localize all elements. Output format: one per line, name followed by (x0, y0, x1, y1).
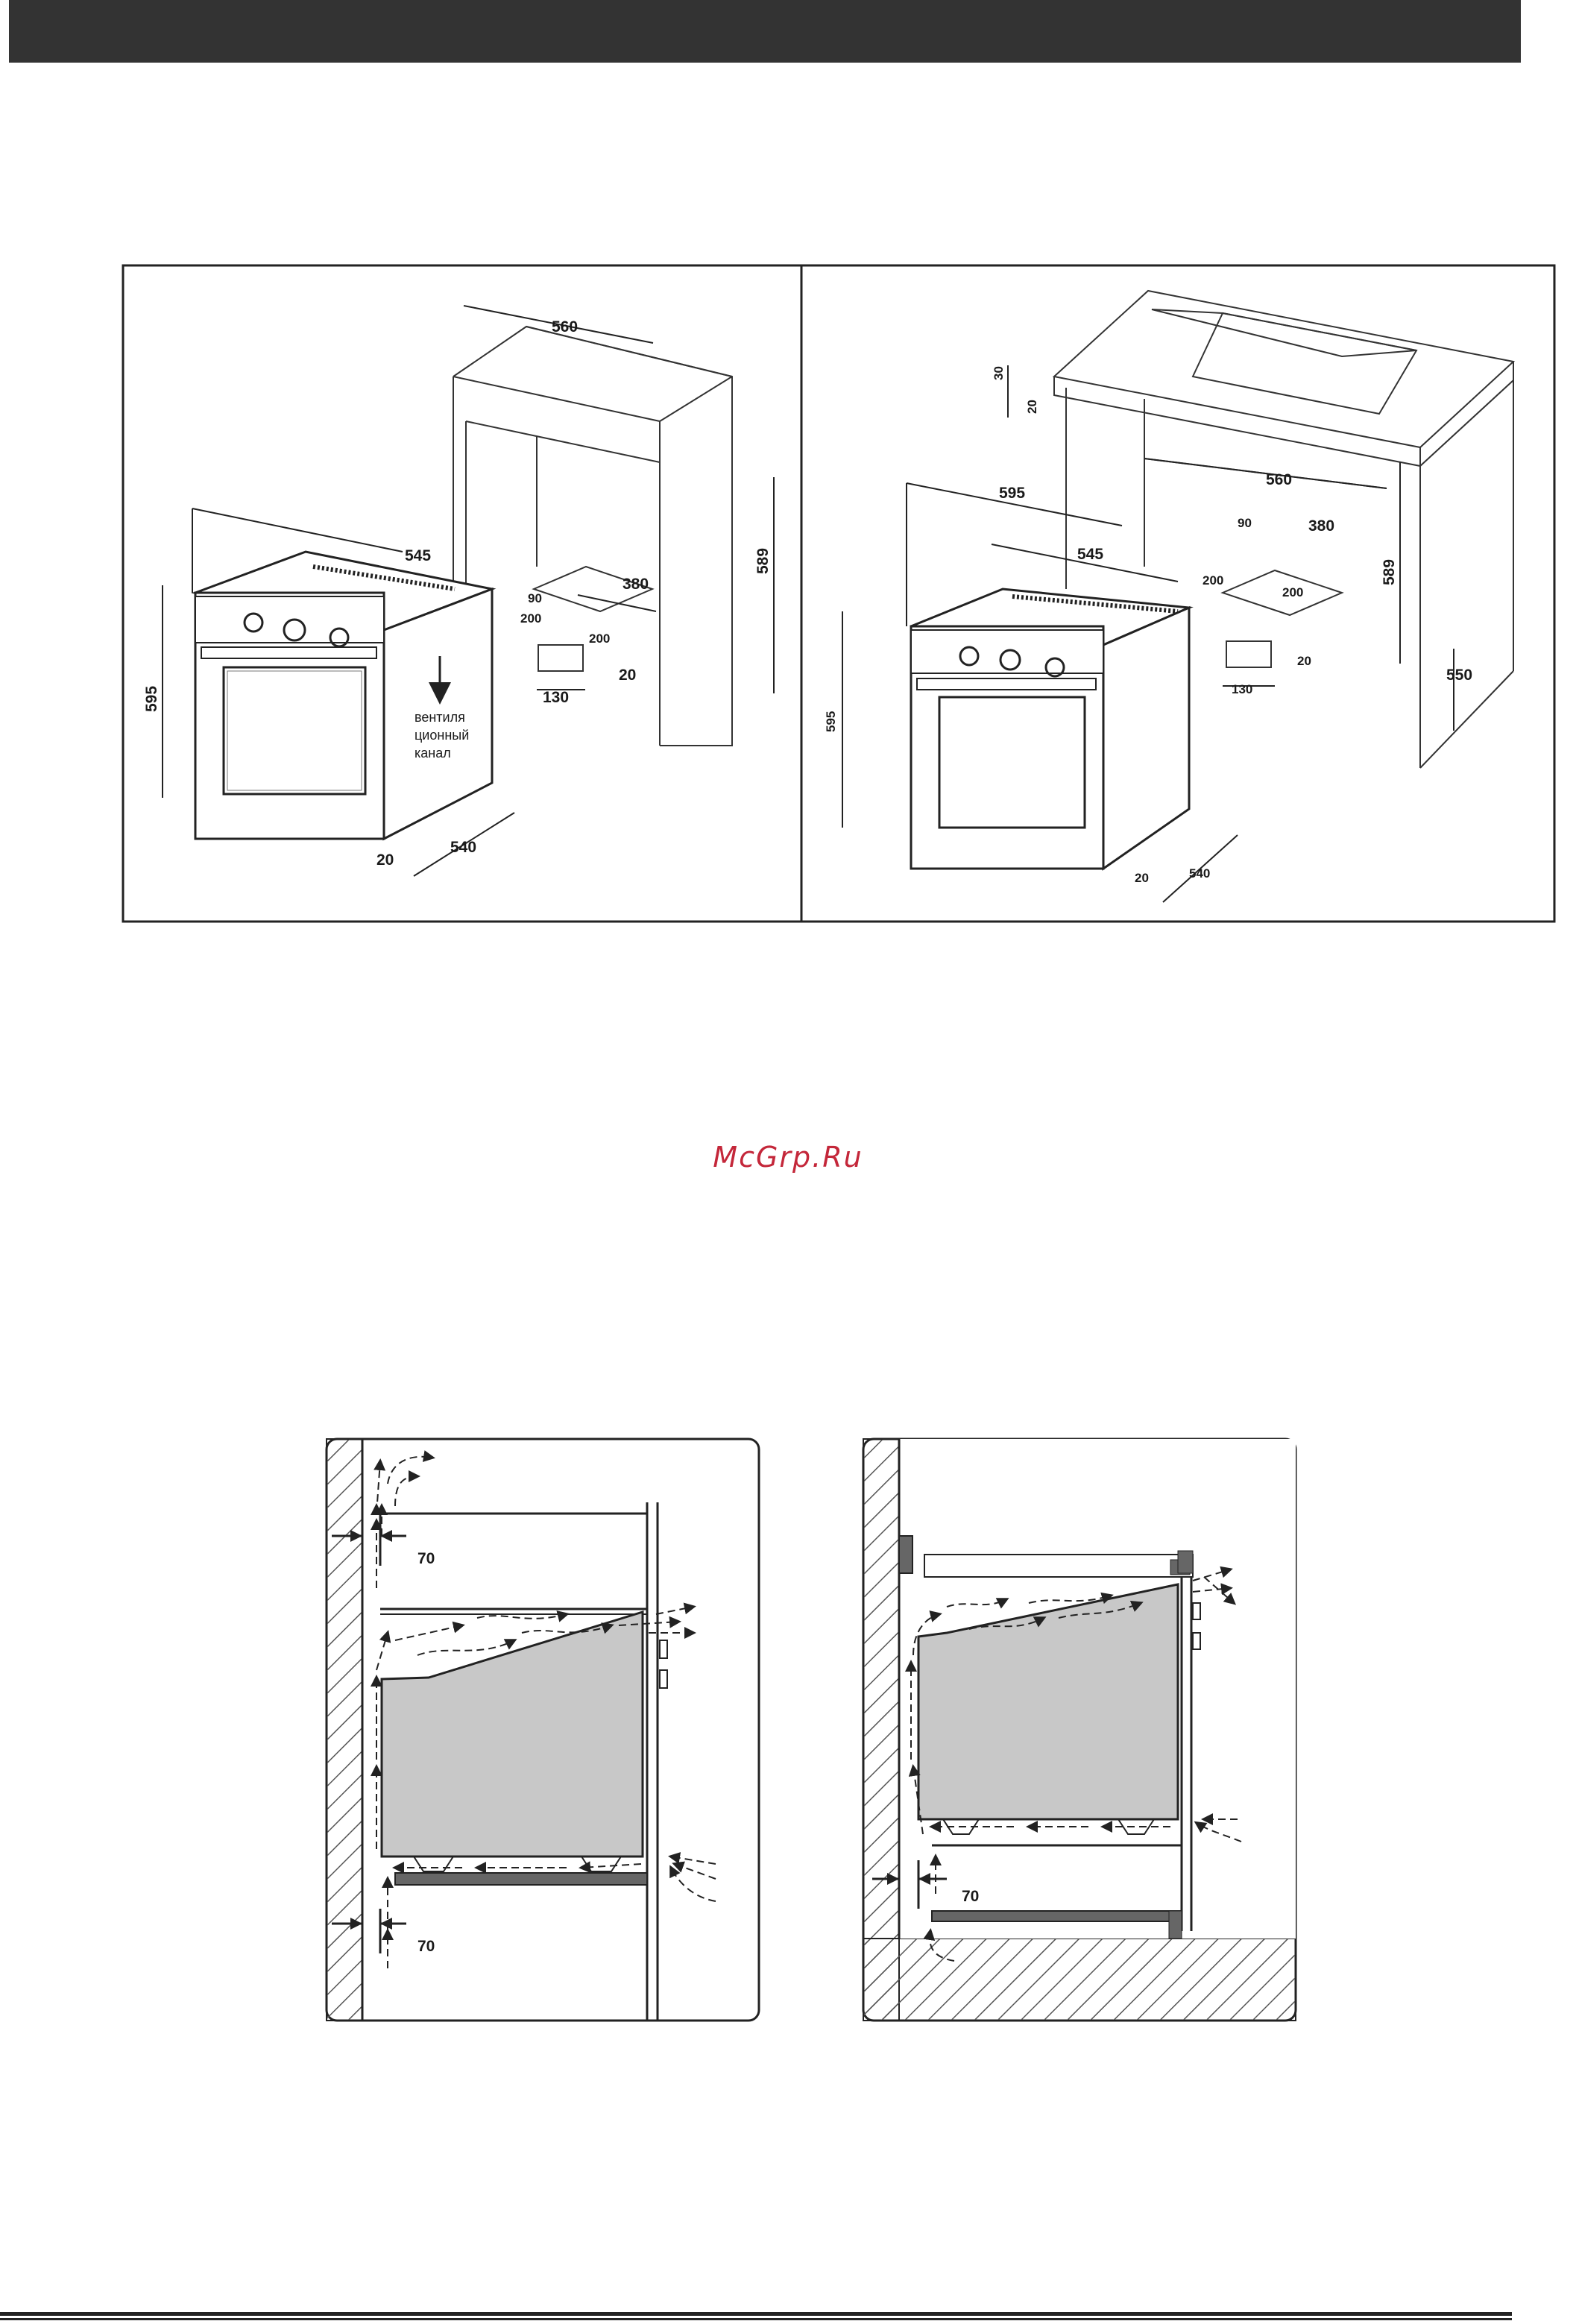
dim-label-595: 595 (824, 711, 838, 732)
shelf-bar (932, 1911, 1182, 1921)
dim-label-20: 20 (1025, 400, 1039, 414)
dim-label-545: 545 (405, 547, 431, 564)
gap-label-70: 70 (962, 1888, 979, 1905)
dim-line (192, 508, 403, 552)
dim-label-200: 200 (520, 611, 541, 626)
dim-label-90: 90 (1238, 516, 1252, 530)
dim-label-20: 20 (1297, 654, 1311, 668)
installation-diagram: 560 545 589 595 90 380 200 200 20 130 54… (0, 0, 1576, 969)
dim-label-130: 130 (543, 689, 569, 706)
dim-label-560: 560 (552, 318, 578, 336)
counter-ventilation-panel: 70 (863, 1439, 1296, 2021)
dim-label-595: 595 (999, 485, 1025, 502)
dim-label-589: 589 (1381, 559, 1398, 585)
dim-label-545: 545 (1077, 546, 1103, 563)
counter-installation-panel (842, 291, 1513, 902)
dim-label-20: 20 (619, 667, 636, 684)
vent-label-line: ционный (415, 728, 469, 743)
dim-label-20: 20 (1135, 871, 1149, 885)
dim-label-540: 540 (1189, 866, 1210, 881)
watermark: McGrp.Ru (0, 1141, 1576, 1174)
dim-label-90: 90 (528, 591, 542, 605)
column-ventilation-panel: 70 70 (327, 1439, 759, 2021)
shelf-bar (395, 1873, 647, 1885)
wall-hatch (327, 1439, 362, 2021)
dim-label-200: 200 (589, 632, 610, 646)
dim-label-550: 550 (1446, 667, 1472, 684)
gap-label-70: 70 (417, 1550, 435, 1567)
dim-label-560: 560 (1266, 471, 1292, 488)
gap-label-70: 70 (417, 1938, 435, 1955)
column-installation-panel (163, 306, 774, 876)
dim-label-380: 380 (622, 576, 649, 593)
floor-hatch (863, 1939, 1296, 2021)
dim-label-200: 200 (1282, 585, 1303, 599)
oven-side (1103, 608, 1189, 869)
footer-rule (0, 2312, 1512, 2316)
countertop (924, 1555, 1193, 1577)
cabinet-outline (453, 327, 732, 746)
footer-rule (0, 2318, 1512, 2320)
dim-label-380: 380 (1308, 517, 1334, 535)
countertop (1054, 291, 1513, 447)
dim-label-589: 589 (754, 548, 772, 574)
dim-label-540: 540 (450, 839, 476, 856)
wall-hatch (863, 1439, 899, 2021)
vent-label-line: вентиля (415, 710, 465, 725)
vent-label-line: канал (415, 746, 451, 761)
dim-label-20: 20 (376, 851, 394, 869)
dim-label-200: 200 (1203, 573, 1223, 588)
ventilation-diagram: 70 70 (0, 1417, 1576, 2058)
dim-label-595: 595 (143, 686, 160, 712)
dim-label-130: 130 (1232, 682, 1252, 696)
dim-label-30: 30 (992, 366, 1006, 380)
